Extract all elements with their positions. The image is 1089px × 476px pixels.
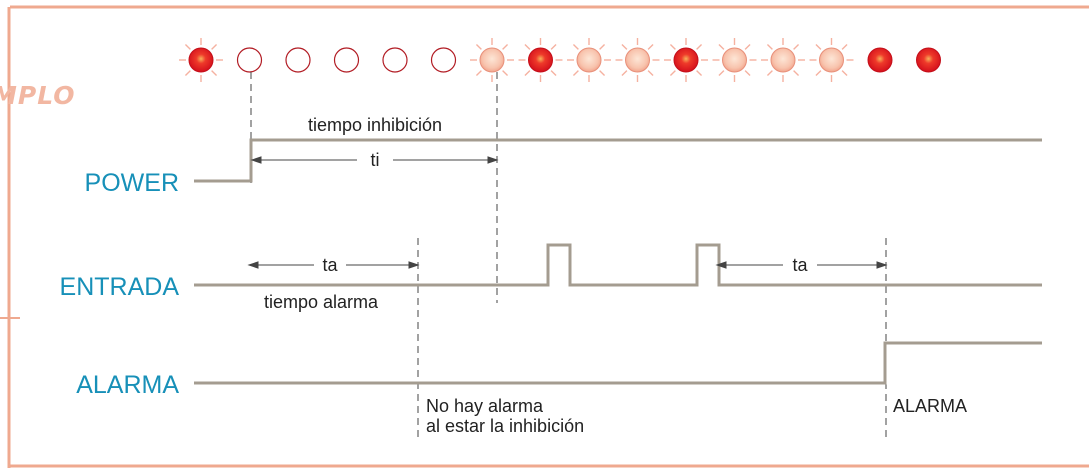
ta1-arrowhead-left	[247, 261, 259, 269]
led-glow-rays	[518, 38, 563, 82]
ta-label-2: ta	[792, 255, 808, 275]
led-indicator	[867, 47, 893, 73]
tiempo-alarma-label: tiempo alarma	[264, 292, 379, 312]
watermark-text: MPLO	[0, 81, 76, 110]
led-dim	[770, 47, 796, 73]
led-glow-rays	[615, 38, 660, 82]
led-off	[236, 47, 263, 73]
led-glow-rays	[179, 38, 223, 82]
ti-label: ti	[371, 150, 380, 170]
ta-label-1: ta	[322, 255, 338, 275]
led-off	[285, 47, 311, 73]
led-dim	[819, 47, 844, 73]
led-dim	[625, 47, 650, 73]
ti-arrowhead-right	[487, 156, 499, 164]
led-indicator	[567, 38, 611, 82]
led-glow-rays	[761, 38, 805, 82]
led-dim	[576, 47, 602, 73]
led-indicator	[518, 38, 563, 82]
led-glow-rays	[470, 38, 514, 82]
led-indicator	[809, 38, 854, 82]
led-indicator	[615, 38, 660, 82]
led-off	[430, 47, 457, 73]
led-on	[673, 47, 699, 73]
led-indicator	[470, 38, 514, 82]
no-alarm-line1: No hay alarma	[426, 396, 544, 416]
led-indicator	[236, 47, 263, 73]
led-on	[916, 47, 941, 73]
ta2-arrowhead-right	[876, 261, 888, 269]
alarma-event-label: ALARMA	[893, 396, 967, 416]
led-dim	[722, 47, 747, 73]
led-indicator	[382, 47, 408, 73]
tiempo-inhibicion-label: tiempo inhibición	[308, 115, 442, 135]
led-indicator	[333, 47, 360, 73]
led-row	[179, 38, 941, 82]
ti-arrowhead-left	[250, 156, 262, 164]
led-glow-rays	[712, 38, 757, 82]
entrada-trace	[194, 243, 1042, 287]
led-on	[188, 47, 214, 73]
led-dim	[479, 47, 505, 73]
led-glow-rays	[664, 38, 708, 82]
power-label: POWER	[85, 169, 179, 197]
no-alarm-line2: al estar la inhibición	[426, 416, 584, 436]
led-indicator	[179, 38, 223, 82]
led-off	[333, 47, 360, 73]
led-off	[382, 47, 408, 73]
dimension-arrows	[247, 156, 888, 269]
time-guides	[250, 72, 887, 438]
led-indicator	[761, 38, 805, 82]
frame-border	[0, 5, 1089, 468]
led-glow-rays	[567, 38, 611, 82]
led-indicator	[712, 38, 757, 82]
led-on	[867, 47, 893, 73]
signal-traces	[194, 138, 1042, 385]
ta1-arrowhead-right	[408, 261, 420, 269]
led-indicator	[916, 47, 941, 73]
ta2-arrowhead-left	[715, 261, 727, 269]
alarma-label: ALARMA	[76, 371, 179, 399]
entrada-label: ENTRADA	[60, 273, 180, 301]
led-indicator	[285, 47, 311, 73]
power-trace	[194, 138, 1042, 183]
led-indicator	[664, 38, 708, 82]
led-indicator	[430, 47, 457, 73]
led-glow-rays	[809, 38, 854, 82]
alarma-trace	[194, 341, 1042, 385]
led-on	[528, 47, 553, 73]
